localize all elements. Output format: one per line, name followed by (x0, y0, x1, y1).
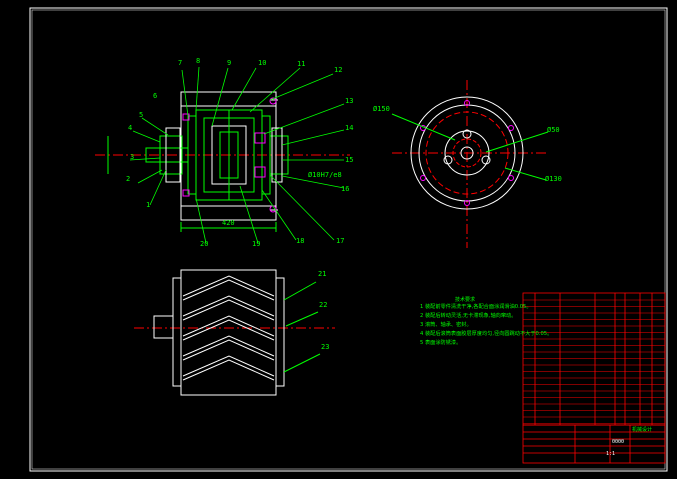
dim-d130: Ø130 (545, 175, 562, 183)
top-view (134, 269, 335, 396)
callout-21: 21 (318, 270, 327, 278)
callout-8: 8 (196, 57, 201, 65)
callout-11: 11 (297, 60, 306, 68)
tech-requirement-item: 2 装配后转动灵活,无卡滞现象,轴向窜动。 (420, 313, 517, 319)
callout-20: 20 (200, 240, 209, 248)
dim-length: 420 (222, 219, 235, 227)
drawing-number: 0000 (612, 439, 625, 445)
tech-requirement-item: 5 表面涂防锈漆。 (420, 340, 462, 346)
parts-list-rows (523, 299, 665, 424)
company-label: 机械设计 (632, 427, 653, 433)
callout-7: 7 (178, 59, 183, 67)
callout-3: 3 (130, 153, 135, 161)
callout-10: 10 (258, 59, 267, 67)
tech-requirement-item: 1 装配前零件清洗干净,各配合面涂润滑油0.05。 (420, 304, 532, 310)
scale-label: 1:1 (606, 451, 616, 457)
callout-17: 17 (336, 237, 345, 245)
dim-d150: Ø150 (373, 105, 390, 113)
end-view (391, 80, 549, 248)
tech-requirements: 技术要求 1 装配前零件清洗干净,各配合面涂润滑油0.05。 2 装配后转动灵活,… (420, 296, 553, 348)
callout-5: 5 (139, 111, 144, 119)
section-view (95, 91, 350, 232)
parts-list (522, 292, 666, 464)
callout-19: 19 (252, 240, 261, 248)
callout-9: 9 (227, 59, 232, 67)
tech-requirement-item: 3 滚筒、轴承、密封。 (420, 322, 472, 328)
callout-4: 4 (128, 124, 133, 132)
leader-lines (129, 66, 345, 244)
callout-16: 16 (341, 185, 350, 193)
tech-requirement-item: 4 装配后滚筒表面胶层厚度均匀,径向圆跳动不大于0.05。 (420, 331, 553, 337)
callout-6: 6 (153, 92, 158, 100)
callout-18: 18 (296, 237, 305, 245)
dim-d50: Ø50 (547, 126, 560, 134)
outer-frame (29, 7, 668, 472)
callout-14: 14 (345, 124, 354, 132)
tech-requirements-title: 技术要求 (454, 297, 475, 303)
callout-23: 23 (321, 343, 330, 351)
callout-22: 22 (319, 301, 328, 309)
title-block: 机械设计 0000 1:1 (576, 426, 652, 457)
callout-2: 2 (126, 175, 131, 183)
inner-frame (31, 9, 666, 470)
callout-13: 13 (345, 97, 354, 105)
callout-12: 12 (334, 66, 343, 74)
dim-fit: Ø10H7/e8 (308, 171, 342, 179)
callout-1: 1 (146, 201, 151, 209)
callout-15: 15 (345, 156, 354, 164)
